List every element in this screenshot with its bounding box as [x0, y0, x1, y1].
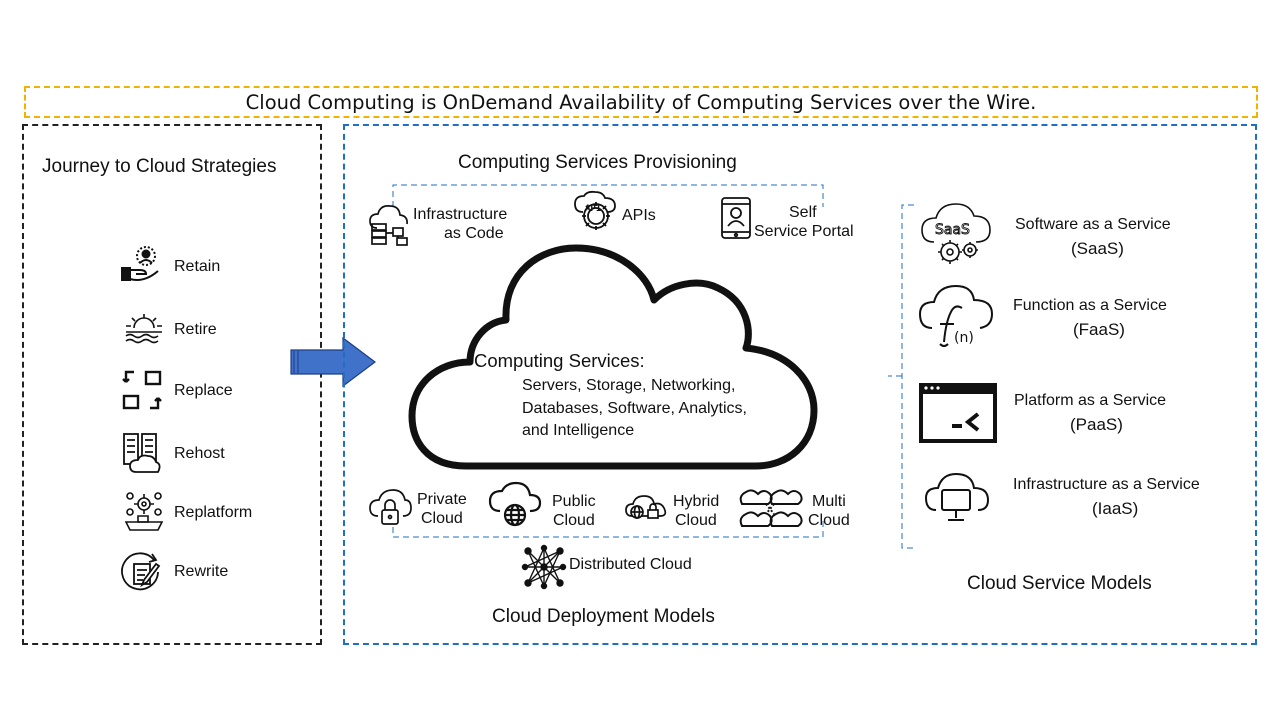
- cloud-monitor-icon: [924, 470, 990, 526]
- journey-panel: [22, 124, 322, 645]
- mobile-portal-icon: [720, 196, 752, 240]
- cloud-panel: [343, 124, 1257, 645]
- deployment-private-line1: Private: [417, 491, 467, 508]
- distributed-cloud-label: Distributed Cloud: [569, 556, 692, 573]
- service-saas-line2: (SaaS): [1071, 239, 1124, 258]
- service-models-title: Cloud Service Models: [967, 573, 1152, 594]
- multi-cloud-icon: [736, 486, 803, 530]
- core-line-1: Servers, Storage, Networking,: [522, 377, 736, 394]
- journey-item-replace: Replace: [174, 382, 233, 399]
- provisioning-portal-line1: Self: [789, 204, 817, 221]
- private-cloud-lock-icon: [368, 486, 412, 526]
- terminal-window-icon: [918, 382, 998, 444]
- replace-arrows-icon: [122, 370, 162, 410]
- service-paas-line2: (PaaS): [1070, 415, 1123, 434]
- journey-item-retain: Retain: [174, 258, 221, 275]
- provisioning-title: Computing Services Provisioning: [458, 152, 737, 173]
- deployment-public-line1: Public: [552, 493, 596, 510]
- provisioning-iac-line1: Infrastructure: [413, 206, 508, 223]
- deployment-multi-line2: Cloud: [808, 512, 850, 529]
- banner-frame: [24, 86, 1258, 118]
- banner-text: Cloud Computing is OnDemand Availability…: [245, 91, 1037, 114]
- journey-item-retire: Retire: [174, 321, 217, 338]
- deployment-private-line2: Cloud: [421, 510, 463, 527]
- svg-text:API: API: [585, 204, 601, 214]
- hybrid-cloud-icon: [624, 492, 668, 522]
- service-faas-line2: (FaaS): [1073, 320, 1125, 339]
- saas-cloud-gear-icon: SaaS: [920, 200, 996, 270]
- provisioning-portal-line2: Service Portal: [754, 223, 854, 240]
- journey-item-rehost: Rehost: [174, 445, 225, 462]
- svg-text:SaaS: SaaS: [935, 222, 970, 238]
- deployment-hybrid-line1: Hybrid: [673, 493, 720, 510]
- function-cloud-icon: (n): [918, 284, 996, 350]
- service-models-bracket: [888, 204, 914, 549]
- distributed-network-icon: [521, 544, 567, 590]
- public-cloud-globe-icon: [488, 481, 542, 527]
- service-iaas-line1: Infrastructure as a Service: [1013, 476, 1200, 493]
- api-gear-icon: API: [573, 190, 619, 234]
- service-saas-line1: Software as a Service: [1015, 216, 1171, 233]
- provisioning-bracket: [392, 184, 824, 207]
- service-iaas-line2: (IaaS): [1092, 499, 1139, 518]
- rewrite-pen-icon: [121, 552, 164, 592]
- provisioning-iac-line2: as Code: [444, 225, 504, 242]
- core-line-3: and Intelligence: [522, 422, 635, 439]
- rehost-servers-icon: [122, 432, 164, 474]
- computing-cloud-shape: [408, 244, 818, 470]
- hand-person-icon: [120, 246, 164, 286]
- deployment-title: Cloud Deployment Models: [492, 606, 715, 627]
- deployment-bracket: [392, 517, 824, 538]
- journey-item-rewrite: Rewrite: [174, 563, 229, 580]
- deployment-multi-line1: Multi: [812, 493, 846, 510]
- cloud-database-icon: [369, 204, 411, 246]
- journey-item-replatform: Replatform: [174, 504, 253, 521]
- service-faas-line1: Function as a Service: [1013, 297, 1167, 314]
- core-heading: Computing Services:: [474, 350, 645, 371]
- provisioning-apis-label: APIs: [622, 207, 656, 224]
- replatform-gears-icon: [122, 490, 164, 532]
- service-paas-line1: Platform as a Service: [1014, 392, 1167, 409]
- deployment-hybrid-line2: Cloud: [675, 512, 717, 529]
- core-line-2: Databases, Software, Analytics,: [522, 400, 747, 417]
- journey-title: Journey to Cloud Strategies: [42, 156, 277, 177]
- sunset-icon: [124, 314, 164, 344]
- deployment-public-line2: Cloud: [553, 512, 595, 529]
- svg-text:(n): (n): [954, 330, 974, 346]
